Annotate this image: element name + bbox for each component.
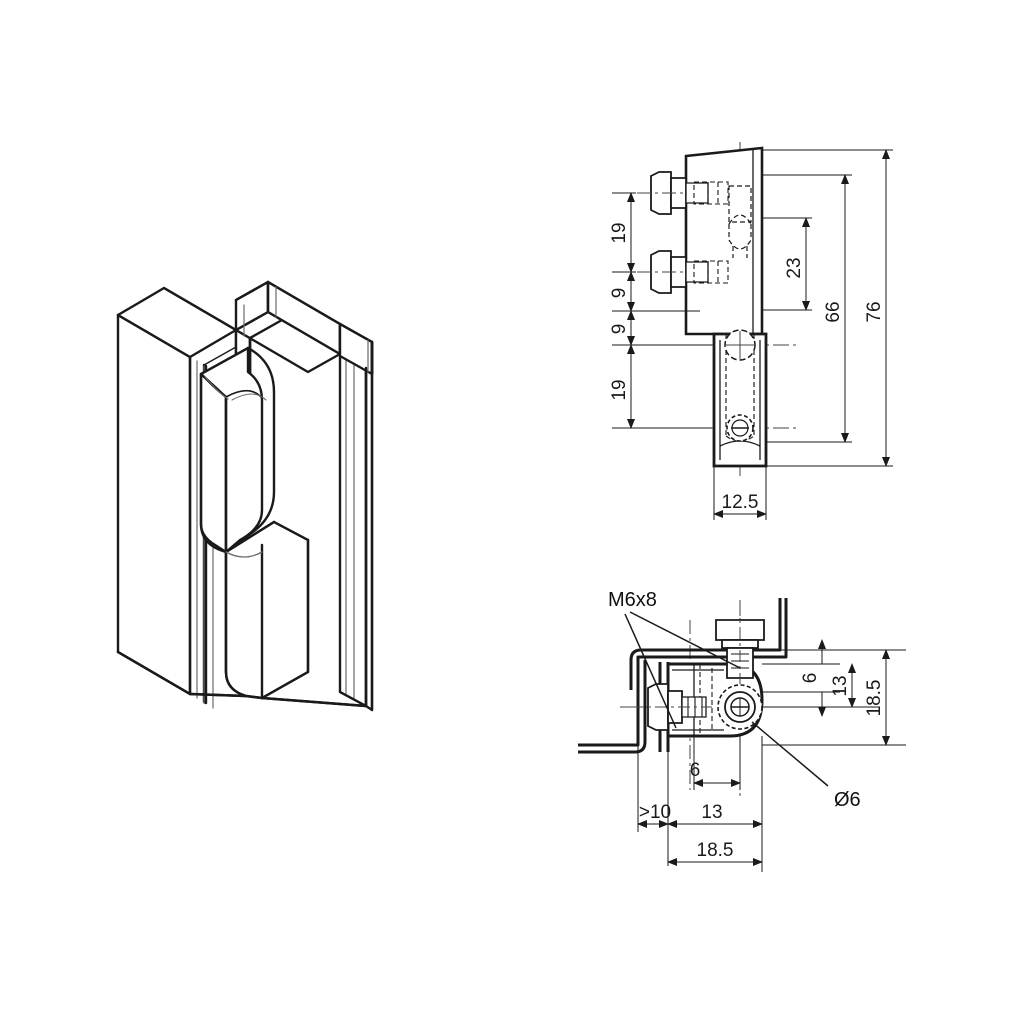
detail-dim-13-horiz: 13: [701, 802, 722, 823]
plan-bolt-upper: [650, 171, 709, 215]
detail-screw-callout-leaders: [624, 611, 741, 729]
detail-right-dimensions: [762, 639, 906, 746]
plan-pivot-hole: [724, 329, 756, 361]
detail-dim-18-5-horiz: 18.5: [697, 840, 734, 861]
detail-pivot-pin: [717, 684, 763, 730]
detail-pin-callout-leader: [751, 721, 829, 787]
detail-dim-gt10: >10: [639, 802, 671, 823]
isometric-hinge-view: [116, 280, 374, 712]
plan-right-dimensions: [762, 149, 893, 467]
detail-bottom-dimensions: [637, 736, 763, 872]
plan-section-view: 19 9 9 19 23 66 76 12.5: [609, 142, 893, 520]
plan-dim-76: 76: [864, 301, 885, 322]
detail-dim-6-horiz: 6: [690, 760, 701, 781]
right-outer-slab: [370, 340, 374, 376]
detail-dim-18-5-vert: 18.5: [864, 680, 885, 717]
plan-dim-23: 23: [784, 257, 805, 278]
plan-hidden-pocket: [728, 185, 752, 258]
plan-dim-66: 66: [823, 301, 844, 322]
detail-screw-callout: M6x8: [608, 589, 657, 611]
plan-dim-19-top: 19: [609, 222, 630, 243]
plan-dim-9-lower: 9: [609, 324, 630, 335]
detail-pin-callout: Ø6: [834, 789, 861, 811]
plan-width-dimension: [713, 466, 767, 520]
detail-dim-13-vert: 13: [830, 675, 851, 696]
detail-section-view: M6x8 Ø6 6 13 18.5: [578, 589, 906, 872]
plan-left-dimension-chain: [612, 192, 712, 429]
plan-grub-screw: [726, 414, 754, 442]
plan-dim-12-5: 12.5: [722, 492, 759, 513]
plan-dim-19-bottom: 19: [609, 379, 630, 400]
plan-bolt-lower: [650, 250, 709, 294]
hinge-lower-leaf: [224, 520, 310, 700]
plan-bolt-upper-hidden: [693, 181, 729, 205]
plan-dim-9-upper: 9: [609, 288, 630, 299]
hinge-upper-leaf: [199, 346, 276, 554]
plan-bolt-lower-hidden: [693, 260, 729, 284]
detail-dim-6-vert: 6: [800, 673, 821, 684]
